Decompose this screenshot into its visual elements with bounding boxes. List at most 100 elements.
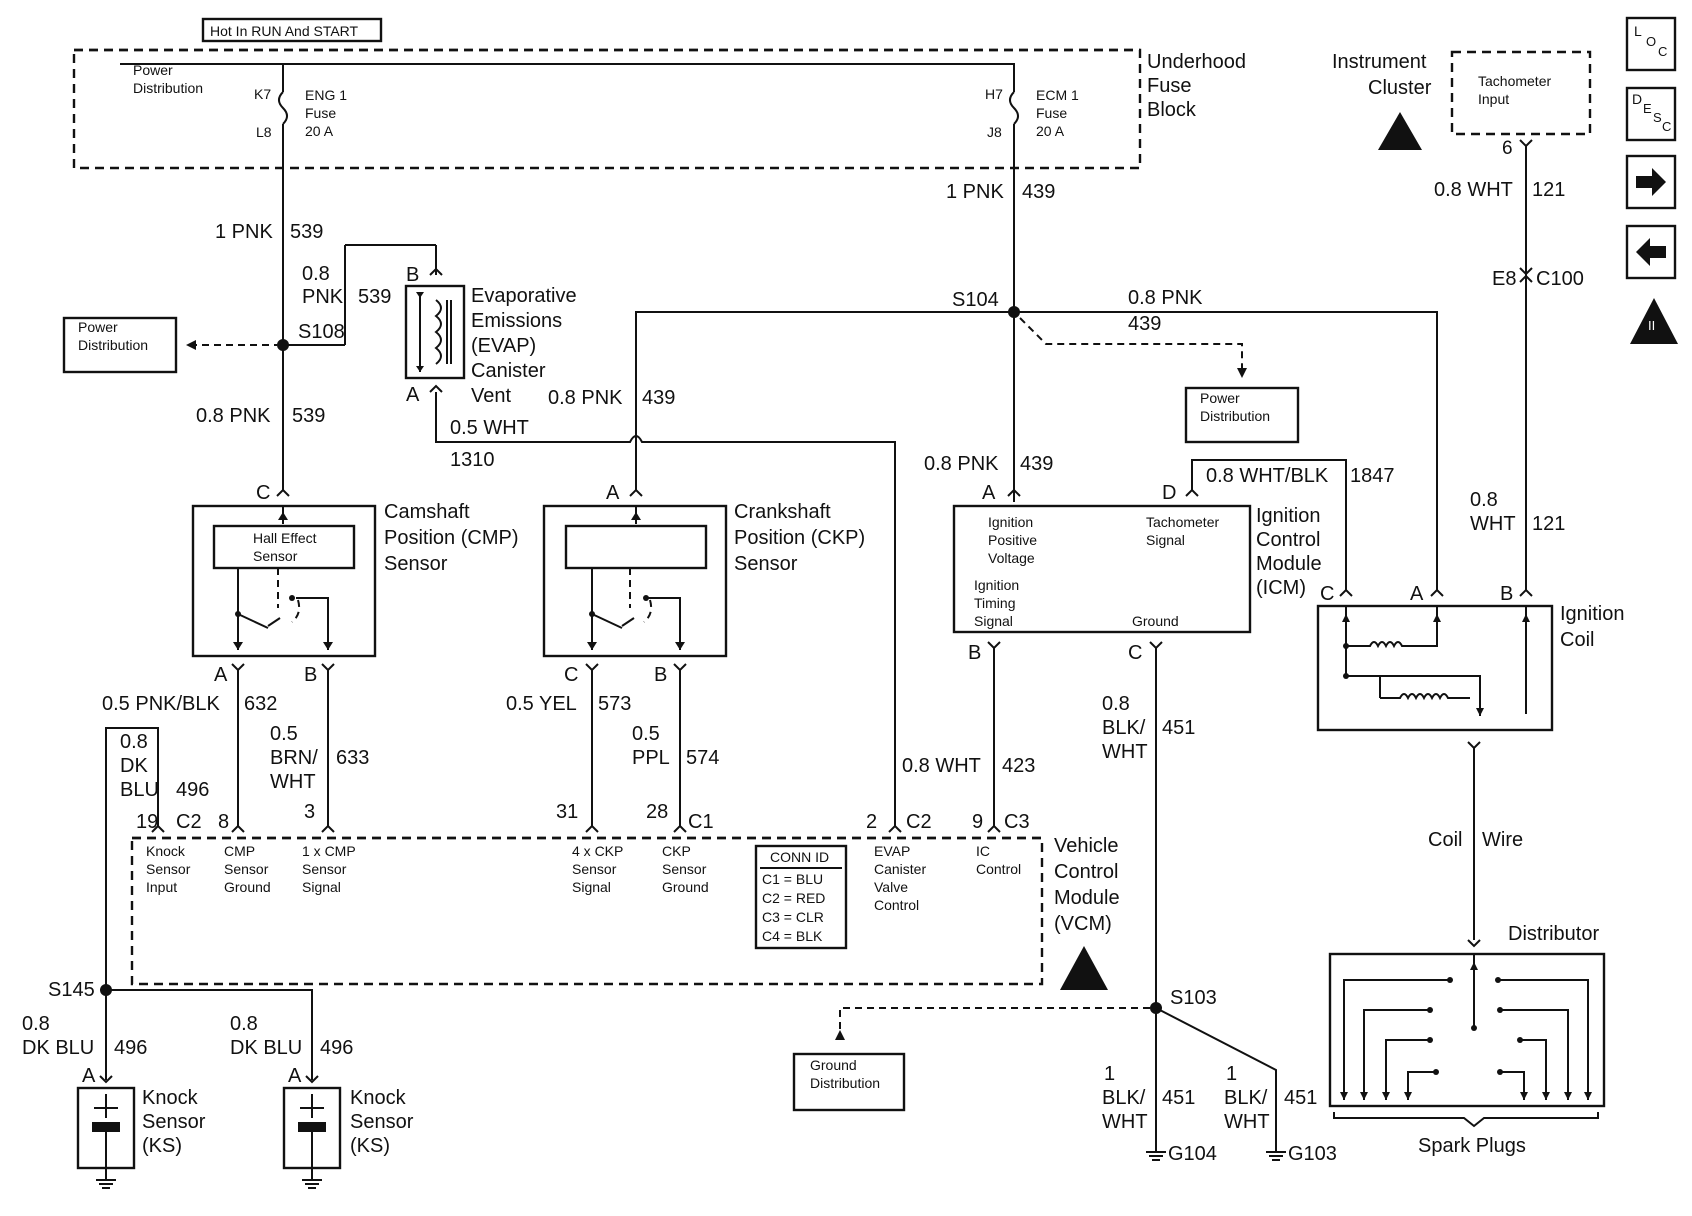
forward-arrow-icon[interactable] xyxy=(1625,154,1677,210)
wire-number: 573 xyxy=(598,693,631,715)
svg-text:Evaporative: Evaporative xyxy=(471,285,577,307)
wire-number: 574 xyxy=(686,747,719,769)
hot-in-run-label: Hot In RUN And START xyxy=(210,23,359,39)
svg-text:E: E xyxy=(1643,101,1652,116)
svg-text:Sensor: Sensor xyxy=(350,1111,414,1133)
knock-sensor-1: A Knock Sensor (KS) xyxy=(76,1065,206,1189)
coil-wire-label-2: Wire xyxy=(1482,829,1523,851)
fuse-block-title-2: Fuse xyxy=(1147,75,1191,97)
svg-text:D: D xyxy=(1632,91,1642,107)
svg-text:Module: Module xyxy=(1054,887,1120,909)
wire-label: 0.8 WHT xyxy=(1434,179,1513,201)
wire-number: 496 xyxy=(320,1037,353,1059)
svg-text:ENG 1: ENG 1 xyxy=(305,87,347,103)
wire-number: 1310 xyxy=(450,449,495,471)
wire-number: 539 xyxy=(292,405,325,427)
svg-text:L8: L8 xyxy=(256,124,272,140)
svg-text:J8: J8 xyxy=(987,124,1002,140)
svg-text:Sensor: Sensor xyxy=(572,861,617,877)
svg-text:Sensor: Sensor xyxy=(734,553,798,575)
splice-label: S145 xyxy=(48,979,95,1001)
svg-text:C: C xyxy=(1662,119,1671,134)
camshaft-position-sensor: C Hall Effect Sensor A B Camshaft Positi… xyxy=(191,482,518,686)
svg-text:C3: C3 xyxy=(1004,811,1030,833)
svg-text:O: O xyxy=(1646,34,1656,49)
svg-text:1 x CMP: 1 x CMP xyxy=(302,843,356,859)
ignition-control-module: A D Ignition Positive Voltage Tachometer… xyxy=(952,482,1322,664)
fuse-eng1: K7 L8 ENG 1 Fuse 20 A xyxy=(254,64,347,140)
svg-text:Camshaft: Camshaft xyxy=(384,501,470,523)
wire-number: 423 xyxy=(1002,755,1035,777)
svg-text:Power: Power xyxy=(1200,390,1240,406)
svg-text:Signal: Signal xyxy=(1146,532,1185,548)
crankshaft-position-sensor: A C B Crankshaft Position (CKP) Sensor xyxy=(542,482,865,686)
wire-number: 451 xyxy=(1284,1087,1317,1109)
wire-label: 0.8 PNK xyxy=(548,387,623,409)
instrument-cluster-box xyxy=(1450,50,1592,136)
svg-text:Fuse: Fuse xyxy=(305,105,336,121)
svg-text:Spark Plugs: Spark Plugs xyxy=(1418,1135,1526,1157)
svg-text:4 x CKP: 4 x CKP xyxy=(572,843,623,859)
wire-label: 1 xyxy=(1104,1063,1115,1085)
wire-label: 0.5 PNK/BLK xyxy=(102,693,221,715)
desc-icon[interactable]: D E S C xyxy=(1625,86,1677,142)
svg-text:Ground: Ground xyxy=(662,879,709,895)
instrument-cluster-title: Instrument xyxy=(1332,51,1427,73)
svg-text:(VCM): (VCM) xyxy=(1054,913,1112,935)
wire-label: WHT xyxy=(1470,513,1516,535)
svg-text:A: A xyxy=(406,384,420,406)
wire-label: WHT xyxy=(1224,1111,1270,1133)
wire-label: BLU xyxy=(120,779,159,801)
svg-text:Canister: Canister xyxy=(874,861,926,877)
hot-in-run-box xyxy=(201,17,383,43)
wire-label: DK BLU xyxy=(230,1037,302,1059)
svg-text:Distribution: Distribution xyxy=(78,337,148,353)
svg-text:C2 = RED: C2 = RED xyxy=(762,890,825,906)
svg-text:H7: H7 xyxy=(985,86,1003,102)
fuse-block-title-3: Block xyxy=(1147,99,1197,121)
svg-text:Signal: Signal xyxy=(572,879,611,895)
svg-text:Distribution: Distribution xyxy=(1200,408,1270,424)
svg-text:Sensor: Sensor xyxy=(224,861,269,877)
wire-number: 633 xyxy=(336,747,369,769)
power-distribution-label-2: Distribution xyxy=(133,80,203,96)
wire-label: 0.8 xyxy=(1470,489,1498,511)
wire-number: 539 xyxy=(290,221,323,243)
splice-label: S108 xyxy=(298,321,345,343)
svg-text:Sensor: Sensor xyxy=(662,861,707,877)
svg-text:6: 6 xyxy=(1502,138,1513,159)
svg-text:Control: Control xyxy=(874,897,919,913)
wire-number: 439 xyxy=(1020,453,1053,475)
svg-text:2: 2 xyxy=(866,811,877,833)
svg-text:C3 = CLR: C3 = CLR xyxy=(762,909,824,925)
svg-text:Ground: Ground xyxy=(1132,613,1179,629)
svg-text:Position (CMP): Position (CMP) xyxy=(384,527,518,549)
svg-text:Fuse: Fuse xyxy=(1036,105,1067,121)
svg-text:Emissions: Emissions xyxy=(471,310,562,332)
svg-text:B: B xyxy=(968,642,981,664)
svg-text:Canister: Canister xyxy=(471,360,546,382)
svg-text:C1 = BLU: C1 = BLU xyxy=(762,871,823,887)
wire-number: 539 xyxy=(358,286,391,308)
svg-text:C: C xyxy=(1320,583,1334,605)
wire-label: PNK xyxy=(302,286,344,308)
svg-text:C: C xyxy=(256,482,270,504)
svg-text:C: C xyxy=(1128,642,1142,664)
svg-text:Ground: Ground xyxy=(224,879,271,895)
svg-text:(EVAP): (EVAP) xyxy=(471,335,536,357)
wire-number: 121 xyxy=(1532,513,1565,535)
svg-text:Ignition: Ignition xyxy=(988,514,1033,530)
svg-text:Knock: Knock xyxy=(350,1087,407,1109)
power-distribution-box-left xyxy=(62,316,178,374)
svg-text:D: D xyxy=(1162,482,1176,504)
svg-text:Distribution: Distribution xyxy=(810,1075,880,1091)
ground-distribution-box xyxy=(792,1052,906,1112)
wire-1847 xyxy=(1191,459,1347,590)
wire-number: 451 xyxy=(1162,717,1195,739)
wire-number: 496 xyxy=(114,1037,147,1059)
ground-g104-icon xyxy=(1146,1151,1166,1161)
svg-text:L: L xyxy=(1634,23,1642,39)
loc-icon[interactable]: L O C xyxy=(1625,16,1677,72)
back-arrow-icon[interactable] xyxy=(1625,224,1677,280)
svg-text:20 A: 20 A xyxy=(1036,123,1065,139)
